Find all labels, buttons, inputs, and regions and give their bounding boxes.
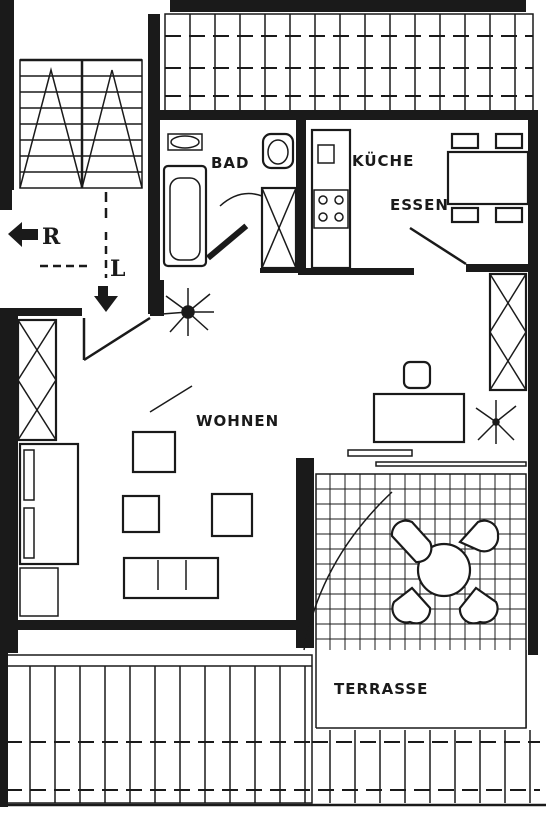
stair-right-marker: R [42, 224, 61, 250]
top-balcony [164, 0, 534, 115]
room-label-terrasse: TERRASSE [334, 680, 428, 698]
stair-left-marker: L [110, 256, 125, 282]
terrace: TERRASSE [303, 473, 527, 730]
walls [0, 0, 538, 655]
arrow-down-icon [94, 286, 118, 312]
living-room: WOHNEN [16, 272, 528, 617]
room-label-essen: ESSEN [390, 196, 449, 214]
arrow-left-icon [8, 222, 38, 247]
plant-icon [475, 400, 517, 444]
dining-area: ESSEN [390, 132, 530, 266]
room-label-kueche: KÜCHE [352, 151, 414, 170]
plant-icon [161, 288, 214, 336]
bathroom: BAD [162, 132, 298, 270]
room-label-wohnen: WOHNEN [196, 412, 279, 430]
kitchen: KÜCHE [310, 128, 414, 270]
staircase: R L [8, 58, 143, 312]
room-label-bad: BAD [211, 154, 250, 172]
bottom-balcony [0, 652, 546, 819]
